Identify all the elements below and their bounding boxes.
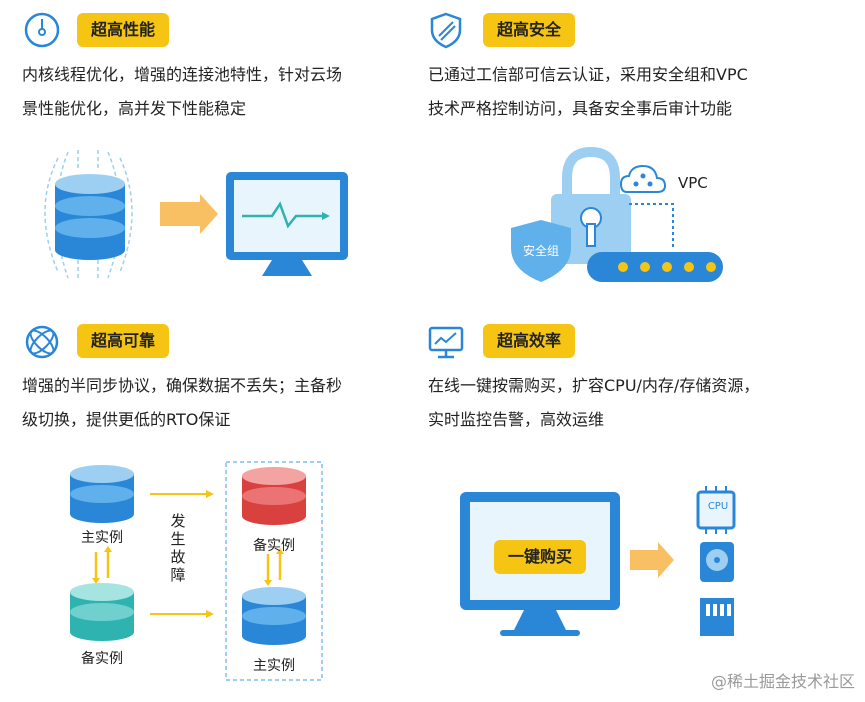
feature-desc-security-line1: 已通过工信部可信云认证，采用安全组和VPC — [428, 65, 748, 84]
primary-instance-label: 主实例 — [81, 530, 123, 546]
sync-ring-icon — [25, 325, 59, 359]
fault-label-char2: 生 — [170, 530, 186, 548]
feature-desc-performance-line2: 景性能优化，高并发下性能稳定 — [22, 99, 247, 118]
fault-label-char4: 障 — [170, 566, 186, 584]
monitor-chart-icon — [428, 326, 464, 359]
feature-desc-performance-line1: 内核线程优化，增强的连接池特性，针对云场 — [22, 65, 343, 84]
reliability-illustration — [70, 461, 323, 681]
fault-label-char1: 发 — [170, 512, 186, 530]
security-illustration — [511, 146, 723, 282]
feature-desc-efficiency-line2: 实时监控告警，高效运维 — [428, 410, 605, 429]
right-primary-instance-label: 主实例 — [253, 658, 295, 674]
feature-desc-reliability-line2: 级切换，提供更低的RTO保证 — [22, 410, 231, 429]
feature-desc-security-line2: 技术严格控制访问，具备安全事后审计功能 — [428, 99, 733, 118]
standby-instance-label: 备实例 — [81, 651, 123, 667]
watermark: @稀土掘金技术社区 — [710, 672, 855, 691]
fault-label-char3: 故 — [170, 548, 186, 566]
cpu-label: CPU — [707, 501, 729, 512]
feature-title-reliability: 超高可靠 — [77, 324, 169, 358]
feature-desc-reliability-line1: 增强的半同步协议，确保数据不丢失；主备秒 — [22, 376, 343, 395]
right-standby-instance-label: 备实例 — [253, 538, 295, 554]
gauge-icon — [24, 12, 60, 48]
feature-title-performance: 超高性能 — [77, 13, 169, 47]
vpc-label: VPC — [678, 174, 708, 192]
buy-button[interactable]: 一键购买 — [494, 540, 586, 574]
feature-title-security: 超高安全 — [483, 13, 575, 47]
performance-illustration — [44, 150, 348, 280]
feature-title-efficiency: 超高效率 — [483, 324, 575, 358]
shield-icon — [430, 12, 462, 49]
feature-desc-efficiency-line1: 在线一键按需购买，扩容CPU/内存/存储资源， — [428, 376, 760, 395]
security-group-label: 安全组 — [522, 244, 559, 258]
